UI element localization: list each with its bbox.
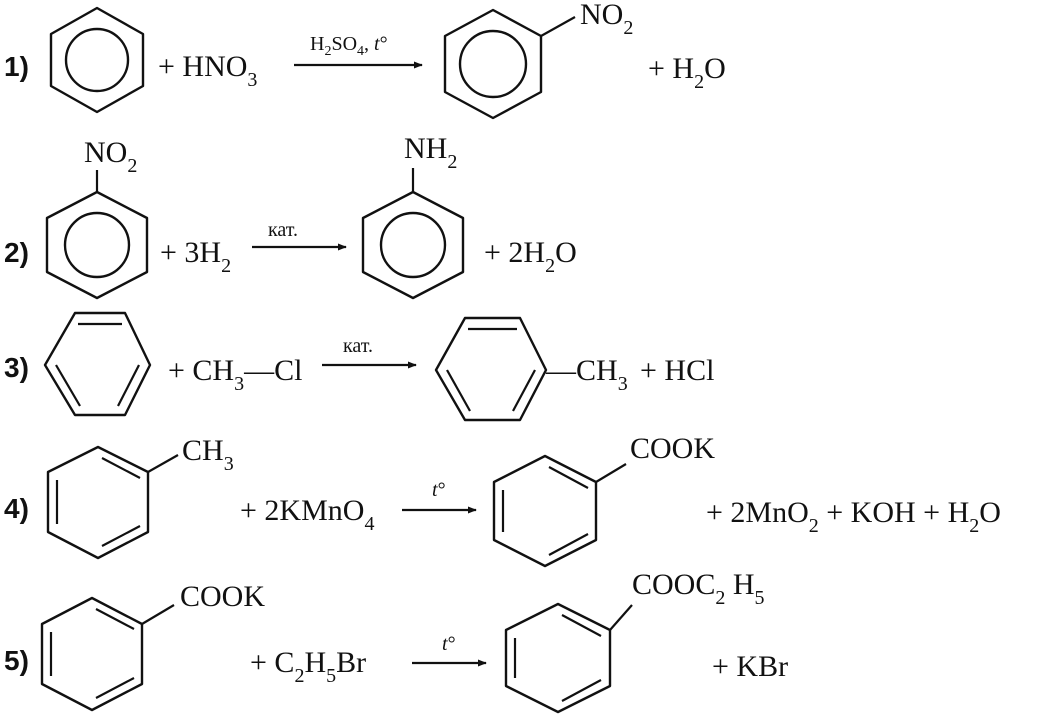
substituent-nitro: NO2	[84, 136, 137, 177]
benzene-ring-reactant	[46, 445, 179, 560]
benzene-ring-product	[434, 316, 548, 422]
reaction-number: 3)	[4, 352, 29, 383]
side-products: + 2MnO2 + KOH + H2O	[706, 496, 1001, 537]
reaction-number: 5)	[4, 645, 29, 676]
substituent-methyl: —CH3	[545, 354, 628, 395]
reaction-number: 4)	[4, 493, 29, 524]
reaction-4: 4) CH3 + 2KMnO4 t° COOK + 2MnO2 + KOH + …	[4, 432, 1001, 568]
substituent-methyl: CH3	[182, 434, 234, 475]
benzene-ring-reactant	[40, 596, 175, 712]
substituent-ester: COOC2 H5	[632, 568, 765, 609]
reagent-hydrogen: + 3H2	[160, 236, 231, 277]
reagent-nitric-acid: + HNO3	[158, 50, 257, 91]
reaction-2: 2) NO2 + 3H2 кат. NH2 + 2H2O	[4, 132, 577, 300]
side-product-hcl: + HCl	[640, 354, 714, 387]
side-product-water: + 2H2O	[484, 236, 577, 277]
reagent-bromoethane: + C2H5Br	[250, 646, 366, 687]
benzene-ring-product	[361, 168, 465, 300]
benzene-ring-reactant	[43, 311, 152, 417]
benzene-ring-product	[504, 602, 633, 714]
reagent-chloromethane: + CH3—Cl	[168, 354, 302, 395]
reaction-3: 3) + CH3—Cl кат. —CH3 + HCl	[4, 311, 714, 422]
reaction-number: 1)	[4, 51, 29, 82]
substituent-amino: NH2	[404, 132, 457, 173]
reaction-1: 1) + HNO3 H2SO4, t° NO2 + H2O	[4, 0, 726, 120]
reaction-5: 5) COOK + C2H5Br t° COOC2 H5 + KBr	[4, 568, 788, 714]
side-product-kbr: + KBr	[712, 650, 788, 683]
substituent-carboxylate: COOK	[180, 580, 265, 613]
reaction-condition: H2SO4, t°	[310, 33, 388, 59]
side-product-water: + H2O	[648, 52, 726, 93]
reaction-number: 2)	[4, 237, 29, 268]
reaction-condition: t°	[442, 633, 456, 655]
reaction-condition: кат.	[343, 335, 373, 357]
benzene-ring-product	[492, 454, 627, 568]
benzene-ring-reactant	[49, 6, 145, 114]
substituent-nitro: NO2	[580, 0, 633, 39]
substituent-carboxylate: COOK	[630, 432, 715, 465]
reaction-condition: кат.	[268, 219, 298, 241]
reaction-condition: t°	[432, 479, 446, 501]
benzene-ring-reactant	[45, 170, 149, 300]
reagent-permanganate: + 2KMnO4	[240, 494, 374, 535]
benzene-ring-product	[443, 8, 576, 120]
